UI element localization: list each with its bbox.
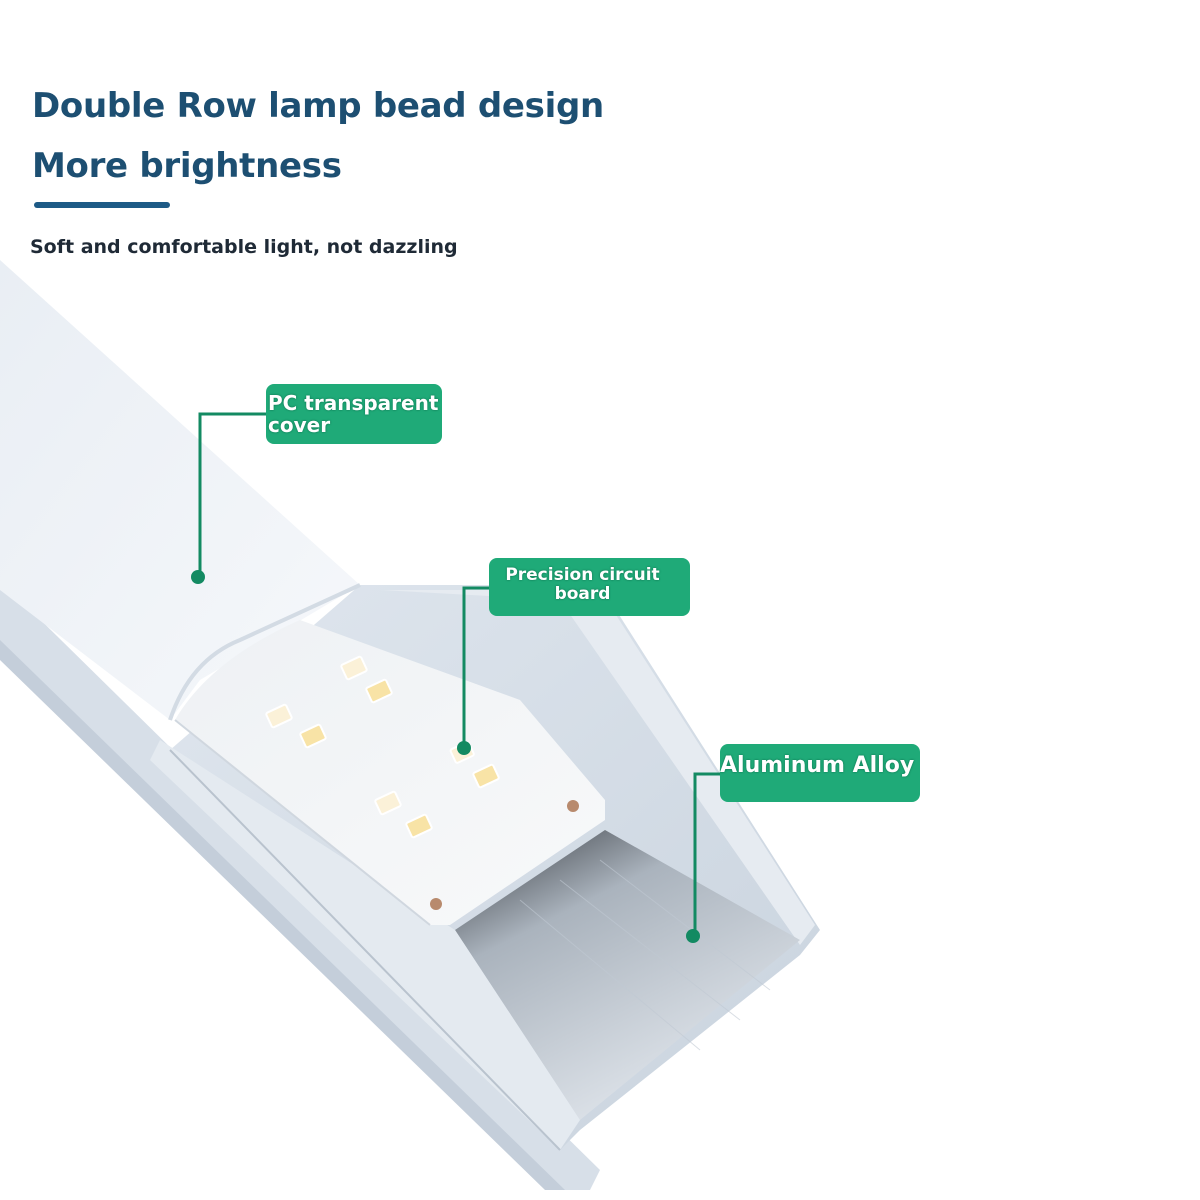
leader-dots [191, 570, 700, 943]
callout-label: Precision circuit [505, 565, 660, 585]
subtitle: Soft and comfortable light, not dazzling [30, 236, 458, 258]
callout-circuit-board: Precision circuit board [489, 558, 690, 616]
headline-line-2: More brightness [32, 146, 342, 186]
callout-label: board [554, 583, 611, 604]
callout-label: Aluminum Alloy [720, 753, 915, 778]
pc-cover [0, 260, 361, 721]
leader-lines [198, 412, 720, 936]
callout-aluminum-alloy: Aluminum Alloy [720, 744, 920, 802]
callout-label: cover [268, 413, 331, 437]
callout-pc-cover: PC transparent cover [266, 384, 442, 444]
title-underline [34, 202, 170, 208]
headline-line-1: Double Row lamp bead design [32, 86, 604, 126]
callout-label: PC transparent [268, 391, 439, 415]
